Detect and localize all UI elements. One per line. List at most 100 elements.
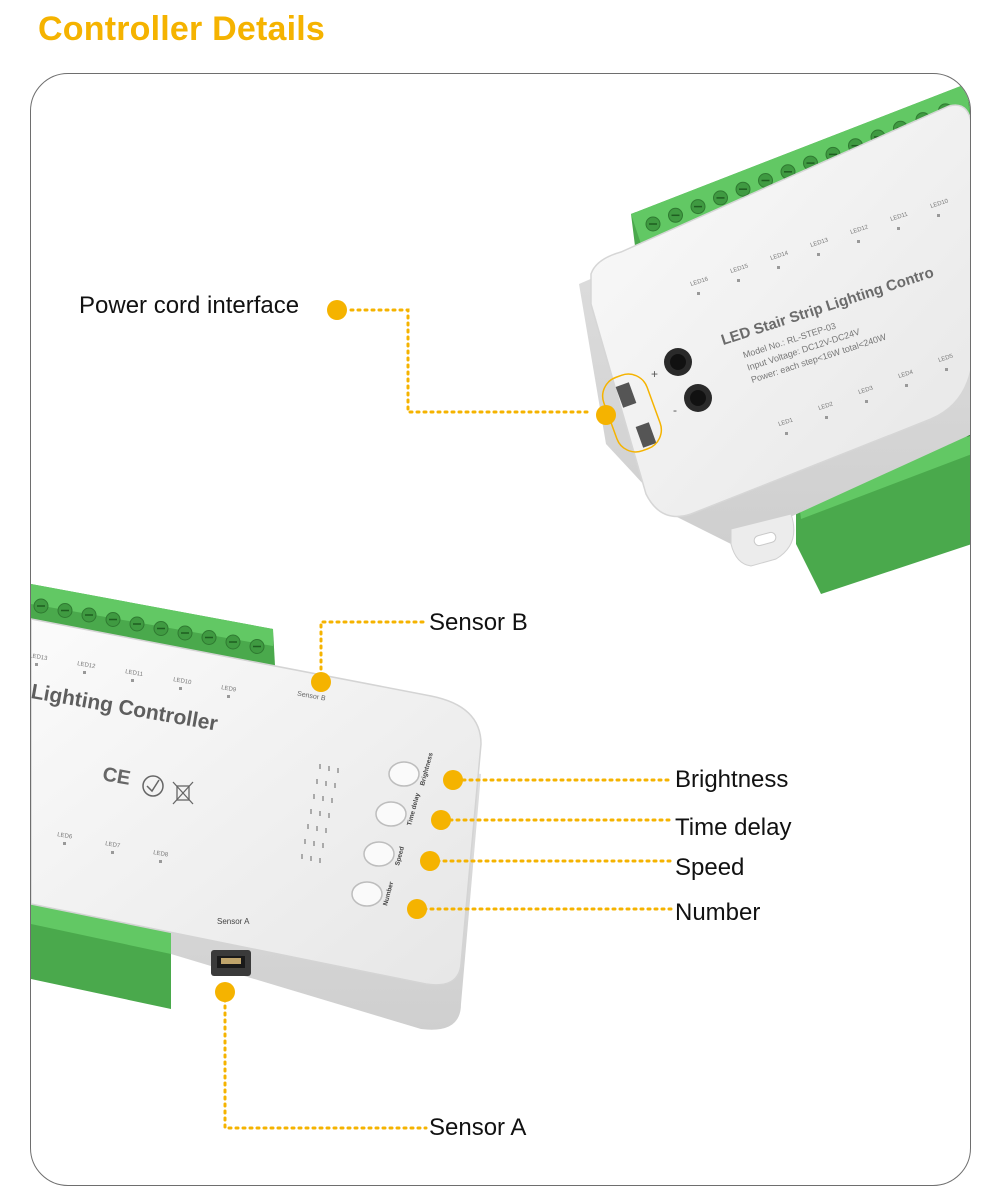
indicator-dot — [337, 768, 339, 773]
led-channel-label: LED7 — [105, 841, 121, 850]
sensor-a-port — [211, 950, 251, 976]
callout-number: Number — [675, 899, 761, 926]
housing-sensor-a-label: Sensor A — [217, 917, 250, 926]
led-indicator — [897, 227, 900, 230]
led-channel-label: LED11 — [125, 669, 144, 678]
weee-bin-icon — [172, 781, 194, 805]
indicator-dot — [304, 839, 306, 844]
indicator-dot — [319, 811, 321, 816]
indicator-dot — [316, 779, 318, 784]
indicator-dot — [328, 813, 330, 818]
rohs-icon — [142, 775, 164, 797]
led-indicator — [865, 400, 868, 403]
indicator-dot — [322, 796, 324, 801]
indicator-dot — [319, 764, 321, 769]
led-channel-label: LED13 — [810, 237, 830, 249]
led-channel-label: LED1 — [778, 417, 795, 428]
dot-sensor-a — [215, 982, 235, 1002]
dot-power-cord — [327, 300, 347, 320]
indicator-dot — [316, 826, 318, 831]
dot-number — [407, 899, 427, 919]
led-channel-label: LED13 — [31, 653, 48, 662]
dot-time-delay — [431, 810, 451, 830]
led-indicator — [227, 695, 230, 698]
housing-sensor-b-label: Sensor B — [297, 691, 327, 703]
callout-speed: Speed — [675, 854, 745, 881]
led-indicator — [777, 266, 780, 269]
led-indicator — [697, 292, 700, 295]
callout-time-delay: Time delay — [675, 814, 792, 841]
indicator-dot — [331, 798, 333, 803]
indicator-dots — [301, 764, 339, 863]
controller-top-view: LED Stair Strip Lighting Contro Model No… — [579, 84, 970, 594]
callout-leaders — [223, 308, 673, 1130]
led-indicator — [179, 687, 182, 690]
dot-speed — [420, 851, 440, 871]
ce-mark-icon: CE — [101, 763, 132, 789]
led-indicator — [83, 671, 86, 674]
leader-sensor-a — [223, 990, 428, 1130]
control-button[interactable] — [363, 841, 395, 867]
indicator-dot — [319, 858, 321, 863]
led-indicator — [35, 663, 38, 666]
callout-sensor-b: Sensor B — [429, 609, 528, 636]
led-channel-label: LED8 — [153, 850, 169, 859]
led-indicator — [825, 416, 828, 419]
led-channel-label: LED10 — [930, 198, 950, 210]
led-channel-label: LED10 — [173, 677, 193, 686]
led-indicator — [857, 240, 860, 243]
led-channel-label: LED6 — [57, 832, 73, 841]
led-indicator — [131, 679, 134, 682]
led-channel-label: LED14 — [770, 250, 790, 262]
dot-power-cord-socket — [596, 405, 616, 425]
led-channel-label: LED16 — [690, 276, 710, 288]
plus-terminal-label: + — [651, 367, 658, 381]
led-indicator — [817, 253, 820, 256]
leader-power-cord — [349, 308, 593, 414]
dot-sensor-b — [311, 672, 331, 692]
led-indicator — [63, 842, 66, 845]
led-channel-label: LED3 — [858, 385, 875, 396]
minus-terminal-label: - — [673, 403, 677, 417]
leader-sensor-b — [319, 620, 428, 678]
page-title: Controller Details — [38, 10, 325, 48]
led-indicator — [159, 860, 162, 863]
indicator-dot — [334, 783, 336, 788]
led-channel-label: LED9 — [221, 685, 237, 694]
power-terminals: + - — [651, 348, 712, 417]
indicator-dot — [322, 843, 324, 848]
callout-power-cord-interface: Power cord interface — [79, 292, 300, 319]
led-channel-label: LED15 — [730, 263, 750, 275]
led-indicator — [737, 279, 740, 282]
controller-front-view: Lighting Controller CE LED13LED12LED11LE… — [31, 584, 482, 1030]
product-frame: LED Stair Strip Lighting Contro Model No… — [30, 73, 971, 1186]
led-channel-label: LED12 — [850, 224, 870, 236]
led-channel-label: LED5 — [938, 353, 955, 364]
control-button[interactable] — [375, 801, 407, 827]
led-indicator — [945, 368, 948, 371]
indicator-dot — [310, 809, 312, 814]
indicator-dot — [307, 824, 309, 829]
product-illustration: LED Stair Strip Lighting Contro Model No… — [31, 84, 970, 1130]
led-channel-label: LED4 — [898, 369, 915, 380]
indicator-dot — [325, 781, 327, 786]
indicator-dot — [328, 766, 330, 771]
led-indicator — [937, 214, 940, 217]
callout-brightness: Brightness — [675, 766, 789, 793]
led-channel-label: LED12 — [77, 661, 97, 670]
svg-text:CE: CE — [101, 763, 132, 789]
led-indicator — [785, 432, 788, 435]
control-button[interactable] — [388, 761, 420, 787]
indicator-dot — [310, 856, 312, 861]
control-button[interactable] — [351, 881, 383, 907]
led-channel-label: LED11 — [890, 211, 910, 222]
indicator-dot — [313, 794, 315, 799]
indicator-dot — [313, 841, 315, 846]
dot-brightness — [443, 770, 463, 790]
led-indicator — [905, 384, 908, 387]
led-channel-label: LED2 — [818, 401, 835, 412]
control-button-label: Speed — [394, 846, 406, 867]
callout-dots — [215, 300, 616, 1002]
callout-sensor-a: Sensor A — [429, 1114, 527, 1141]
